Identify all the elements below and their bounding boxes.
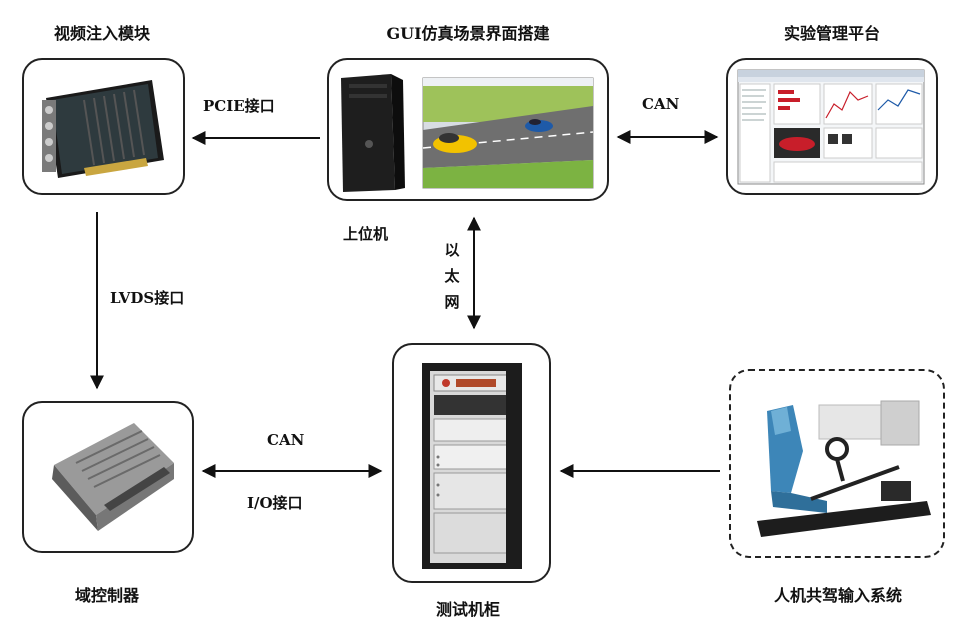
label-ethernet-1: 以 <box>444 241 460 259</box>
workstation-image <box>341 74 594 192</box>
label-io: I/O接口 <box>247 494 303 512</box>
test-cabinet-title: 测试机柜 <box>435 600 501 619</box>
platform-box <box>726 58 938 195</box>
hmi-system-box <box>729 369 945 558</box>
test-cabinet-box <box>392 343 551 583</box>
gui-scene-title: GUI仿真场景界面搭建 <box>386 24 550 43</box>
label-pcie: PCIE接口 <box>203 97 275 115</box>
domain-controller-box <box>22 401 194 553</box>
label-lvds: LVDS接口 <box>110 289 185 307</box>
label-can-top: CAN <box>642 95 680 113</box>
hmi-system-title: 人机共驾输入系统 <box>773 586 903 605</box>
test-cabinet-image <box>422 363 522 569</box>
domain-controller-image <box>52 423 174 531</box>
platform-screenshot-image <box>737 69 925 185</box>
host-computer-label: 上位机 <box>343 225 389 243</box>
driving-simulator-image <box>757 400 931 537</box>
label-ethernet-3: 网 <box>444 293 460 311</box>
label-ethernet-2: 太 <box>444 267 460 285</box>
domain-controller-title: 域控制器 <box>74 586 140 605</box>
label-can-bottom: CAN <box>267 431 305 449</box>
video-module-title: 视频注入模块 <box>53 24 151 43</box>
gui-workstation-box <box>327 58 609 201</box>
video-module-box <box>22 58 185 195</box>
platform-title: 实验管理平台 <box>783 24 881 43</box>
capture-card-image <box>42 80 164 178</box>
